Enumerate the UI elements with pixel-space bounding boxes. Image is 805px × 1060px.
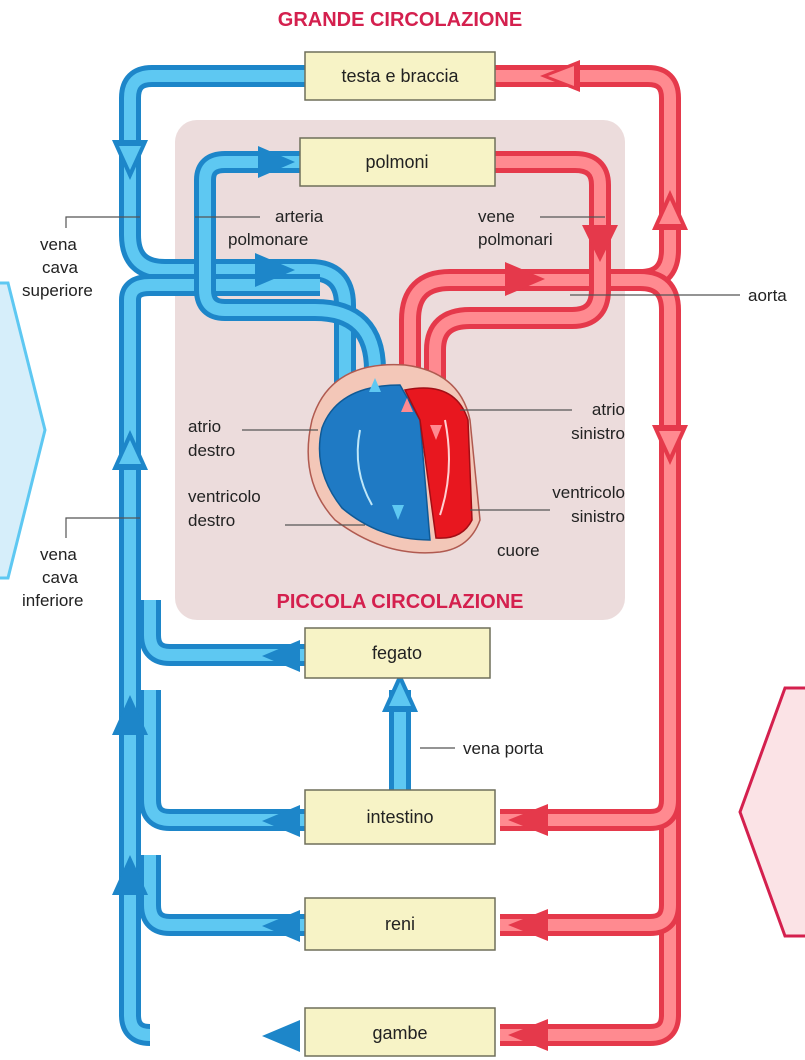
organ-reni-box: reni — [305, 898, 495, 950]
label-atrio-destro-2: destro — [188, 441, 235, 460]
left-side-arrow — [0, 283, 45, 578]
label-atrio-sinistro-1: atrio — [592, 400, 625, 419]
label-vena-cava-inferiore: vena cava inferiore — [22, 545, 83, 610]
label-arteria-polmonare-2: polmonare — [228, 230, 308, 249]
organ-testa-label: testa e braccia — [341, 66, 459, 86]
label-aorta: aorta — [748, 286, 787, 305]
organ-intestino-box: intestino — [305, 790, 495, 844]
label-vena-cava-superiore: vena cava superiore — [22, 235, 93, 300]
organ-polmoni-box: polmoni — [300, 138, 495, 186]
label-ventricolo-sinistro-2: sinistro — [571, 507, 625, 526]
organ-fegato-label: fegato — [372, 643, 422, 663]
label-ventricolo-destro-1: ventricolo — [188, 487, 261, 506]
label-vena-cava-superiore-1: vena — [40, 235, 77, 254]
organ-reni-label: reni — [385, 914, 415, 934]
label-ventricolo-destro-2: destro — [188, 511, 235, 530]
organ-polmoni-label: polmoni — [365, 152, 428, 172]
title-piccola-circolazione: PICCOLA CIRCOLAZIONE — [276, 591, 523, 613]
label-vena-porta: vena porta — [463, 739, 544, 758]
organ-gambe-box: gambe — [305, 1008, 495, 1056]
title-grande-circolazione: GRANDE CIRCOLAZIONE — [278, 9, 522, 31]
label-vene-polmonari-2: polmonari — [478, 230, 553, 249]
organ-gambe-label: gambe — [372, 1023, 427, 1043]
label-vene-polmonari-1: vene — [478, 207, 515, 226]
label-vena-cava-superiore-3: superiore — [22, 281, 93, 300]
label-vena-cava-inferiore-3: inferiore — [22, 591, 83, 610]
label-atrio-sinistro-2: sinistro — [571, 424, 625, 443]
label-arteria-polmonare-1: arteria — [275, 207, 324, 226]
label-vena-cava-inferiore-1: vena — [40, 545, 77, 564]
organ-testa-box: testa e braccia — [305, 52, 495, 100]
organ-intestino-label: intestino — [366, 807, 433, 827]
label-vena-cava-inferiore-2: cava — [42, 568, 78, 587]
right-side-arrow — [740, 688, 805, 936]
label-atrio-destro-1: atrio — [188, 417, 221, 436]
organ-fegato-box: fegato — [305, 628, 490, 678]
label-vena-cava-superiore-2: cava — [42, 258, 78, 277]
label-ventricolo-sinistro-1: ventricolo — [552, 483, 625, 502]
label-cuore: cuore — [497, 541, 540, 560]
